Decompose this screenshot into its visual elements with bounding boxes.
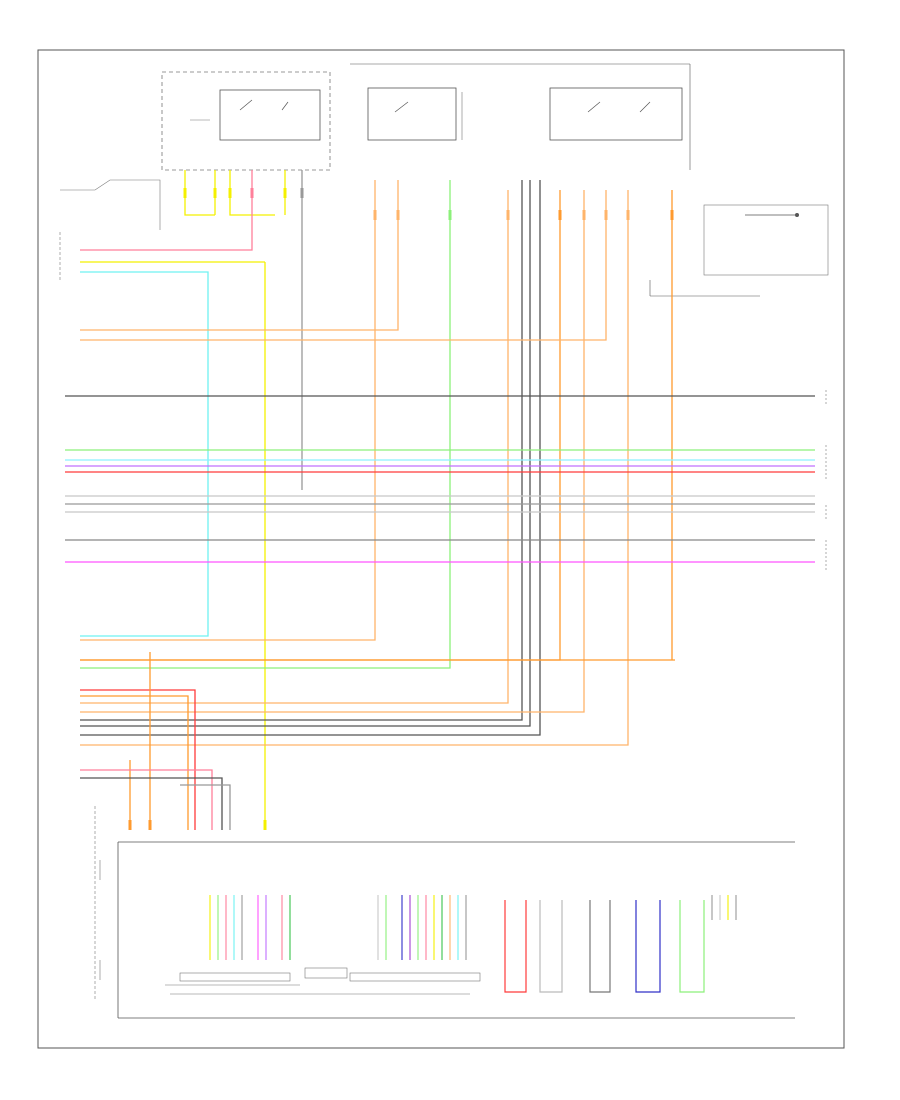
sensor-loop-blue — [635, 900, 661, 993]
sensor-loop-green — [679, 900, 705, 993]
main-ecu — [117, 841, 795, 1019]
sensor-loop-white — [539, 900, 563, 993]
left-relay-box — [161, 71, 331, 171]
right-module — [649, 204, 829, 297]
horizontal-bus — [65, 395, 815, 563]
left-module — [94, 806, 101, 1000]
center-relay-box — [367, 87, 463, 141]
connector-ticks — [128, 188, 674, 830]
vertical-wires — [80, 170, 675, 820]
right-relay-box — [350, 63, 691, 170]
left-fuse-symbol — [59, 179, 161, 282]
sensor-loop-red — [504, 900, 527, 993]
ecu-feed-wires — [80, 652, 231, 830]
page-border — [37, 49, 845, 1049]
sensor-loop-grey — [589, 900, 611, 993]
